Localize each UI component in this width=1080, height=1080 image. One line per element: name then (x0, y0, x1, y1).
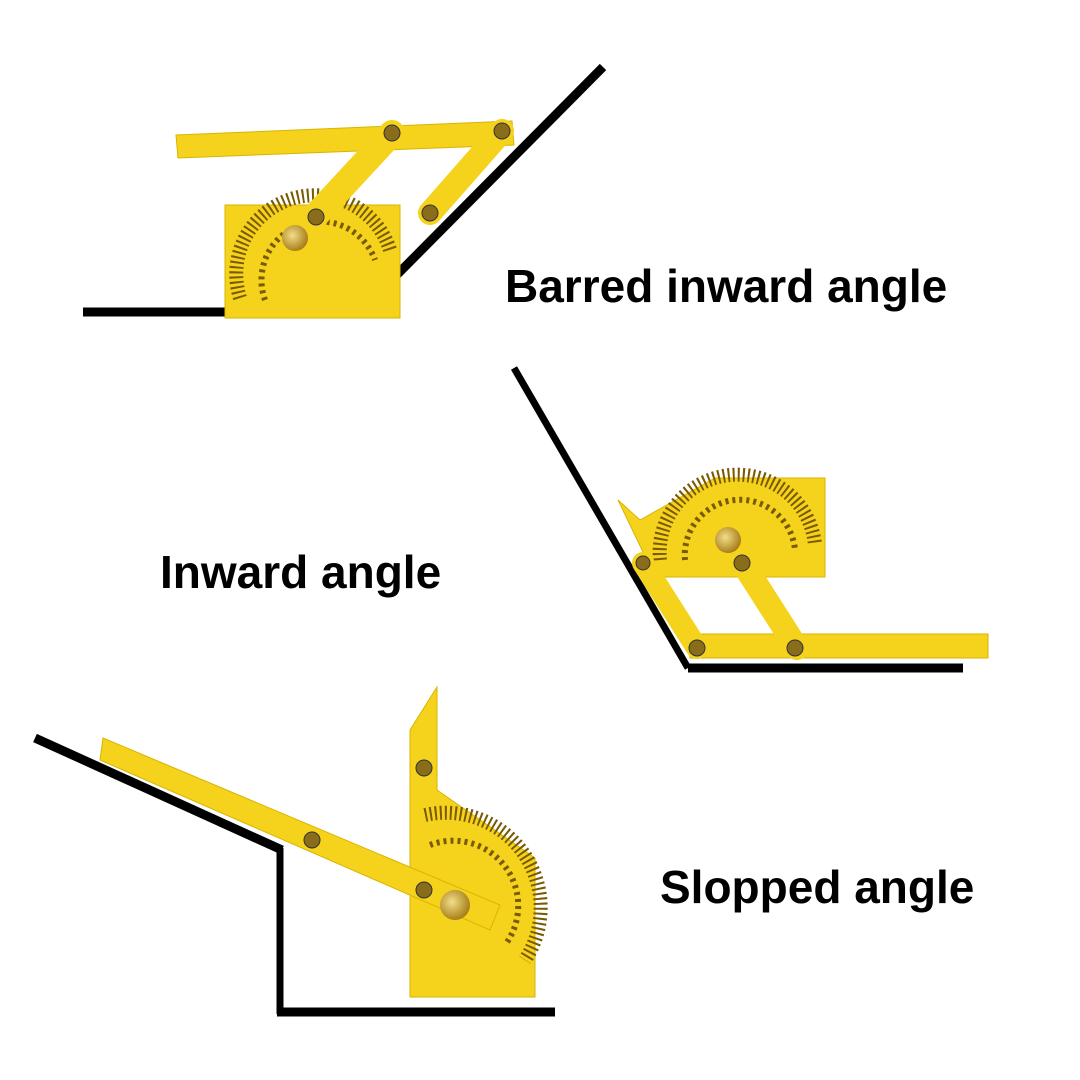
link-arm (632, 552, 708, 659)
bolt (303, 831, 321, 849)
bolt (493, 122, 511, 140)
surface-line (33, 733, 284, 855)
bolt (415, 881, 433, 899)
bolt (733, 554, 751, 572)
barred-inward-angle-illustration (83, 63, 607, 319)
label-barred-inward-angle: Barred inward angle (505, 260, 948, 312)
surface-line (510, 366, 692, 670)
bar-arm (175, 120, 515, 159)
protractor-scale (428, 837, 522, 947)
bolt (415, 759, 433, 777)
bolt (307, 208, 325, 226)
bolt (635, 555, 651, 571)
bolt (383, 124, 401, 142)
bolt (688, 639, 706, 657)
bolt (421, 204, 439, 222)
protractor-scale (681, 496, 798, 561)
bolt (786, 639, 804, 657)
link-arm (418, 119, 514, 225)
inward-angle-illustration (510, 366, 989, 673)
slopped-angle-illustration (33, 685, 555, 1017)
protractor-scale (229, 188, 397, 301)
brass-knob (440, 890, 470, 920)
protractor-scale (652, 467, 822, 561)
bar-arm (99, 737, 501, 931)
brass-knob (715, 527, 741, 553)
bar-arm (689, 633, 989, 659)
label-slopped-angle: Slopped angle (660, 861, 975, 913)
brass-knob (282, 225, 308, 251)
label-inward-angle: Inward angle (160, 546, 442, 598)
